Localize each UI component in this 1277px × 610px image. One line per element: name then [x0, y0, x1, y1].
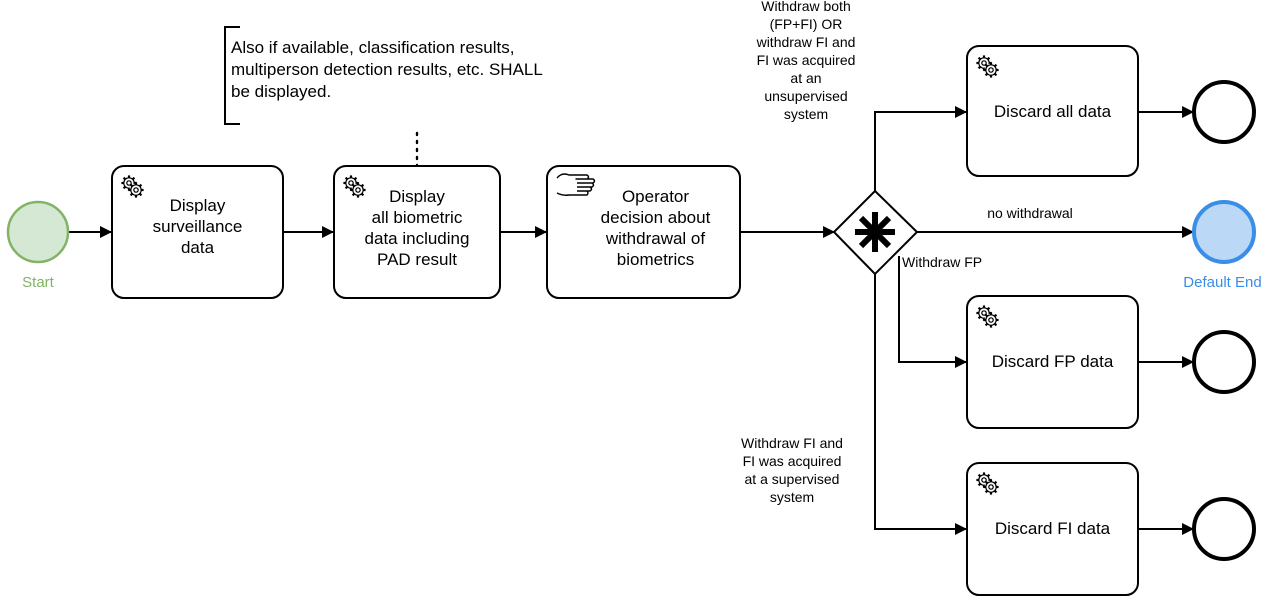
annotation-bracket	[224, 26, 240, 125]
flow-label-withdraw-both: Withdraw both (FP+FI) OR withdraw FI and…	[756, 0, 856, 122]
text-annotation	[224, 26, 419, 168]
flow-label-no-withdrawal: no withdrawal	[987, 205, 1073, 221]
task-operator-decision[interactable]	[546, 165, 741, 299]
flow-label-withdraw-fp: Withdraw FP	[902, 254, 983, 270]
end-event-discard-all[interactable]	[1192, 80, 1256, 144]
start-event-label: Start	[22, 274, 54, 291]
sequence-flows	[69, 106, 1194, 535]
task-discard-fp[interactable]	[966, 295, 1139, 429]
end-event-discard-fi[interactable]	[1192, 497, 1256, 561]
flow-gateway-to-discard-all	[874, 106, 967, 191]
default-end-event-label: Default End	[1183, 274, 1262, 291]
task-display-surveillance[interactable]	[111, 165, 284, 299]
task-label-discard-fi: Discard FI data	[994, 519, 1111, 538]
flow-gateway-to-discard-fi	[874, 273, 967, 535]
task-label-discard-fp: Discard FP data	[991, 352, 1114, 371]
end-event-discard-fp[interactable]	[1192, 330, 1256, 394]
task-display-biometric[interactable]	[333, 165, 501, 299]
default-end-event[interactable]	[1192, 200, 1256, 264]
hand-icon	[556, 173, 596, 196]
start-event[interactable]	[6, 200, 70, 264]
task-discard-fi[interactable]	[966, 462, 1139, 596]
flow-gateway-to-discard-fp	[898, 256, 967, 368]
task-label-operator-decision: Operator decision about withdrawal of bi…	[600, 187, 711, 269]
flow-label-withdraw-fi: Withdraw FI and FI was acquired at a sup…	[741, 435, 843, 505]
task-label-display-biometric: Display all biometric data including PAD…	[364, 187, 470, 269]
annotation-text: Also if available, classification result…	[231, 38, 543, 101]
asterisk-icon	[855, 212, 895, 252]
task-discard-all[interactable]	[966, 45, 1139, 177]
task-label-discard-all: Discard all data	[993, 102, 1112, 121]
task-label-display-surveillance: Display surveillance data	[152, 196, 243, 257]
